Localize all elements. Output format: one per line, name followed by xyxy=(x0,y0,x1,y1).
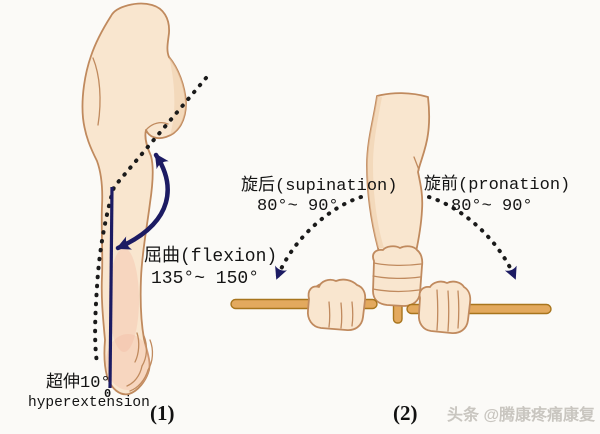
pronation-finger-line-2 xyxy=(447,290,450,332)
supination-label: 旋后(supination) xyxy=(241,175,397,196)
panel2-number: (2) xyxy=(393,401,418,425)
supination-finger-line-2 xyxy=(340,302,343,329)
panel2-rotation-figure: 旋后(supination) 80°~ 90° 旋前(pronation) 80… xyxy=(230,92,570,425)
forearm-blush xyxy=(109,248,139,352)
pronation-range: 80°~ 90° xyxy=(451,197,533,216)
pronation-arc-arrow xyxy=(427,195,517,280)
forearm-notch-line xyxy=(413,156,420,171)
supination-finger-line-3 xyxy=(351,301,354,327)
pronation-finger-line-1 xyxy=(436,289,439,331)
pronation-label: 旋前(pronation) xyxy=(424,174,570,195)
flexion-arc-arrow xyxy=(115,152,170,251)
central-fist-finger-line-2 xyxy=(372,275,421,280)
elbow-crease xyxy=(145,122,169,131)
finger-contour-3 xyxy=(141,335,148,367)
central-fist xyxy=(372,245,424,307)
panel1-number: (1) xyxy=(150,401,175,425)
central-forearm-shading xyxy=(367,96,384,248)
hyperextension-label-en: hyperextension xyxy=(28,395,150,411)
neutral-axis-line xyxy=(108,186,114,389)
pronation-fist xyxy=(418,280,472,334)
flexion-label: 屈曲(flexion) xyxy=(144,245,277,267)
flexion-range: 135°~ 150° xyxy=(151,269,259,289)
supination-fist xyxy=(307,278,367,331)
central-fist-finger-line-3 xyxy=(372,288,420,293)
finger-contour-1 xyxy=(147,339,154,371)
supination-finger-line-1 xyxy=(328,301,331,328)
finger-contour-5 xyxy=(134,332,140,363)
central-fist-finger-line-1 xyxy=(373,262,422,267)
extension-dotted-line xyxy=(93,76,208,365)
pronation-finger-line-3 xyxy=(457,290,460,329)
finger-contour-2 xyxy=(129,369,149,392)
finger-contour-4 xyxy=(126,365,143,387)
panel1-flexion-figure: 屈曲(flexion) 135°~ 150° 超伸10° 0 hyperexte… xyxy=(28,2,277,425)
upper-arm-shading xyxy=(169,57,186,135)
zero-label: 0 xyxy=(104,387,111,401)
hyperextension-label-cn: 超伸10° xyxy=(46,372,111,393)
supination-arc-arrow xyxy=(275,195,363,280)
arm-muscle-contour xyxy=(92,57,101,126)
watermark-text: 头条 @腾康疼痛康复 xyxy=(447,405,596,424)
supination-range: 80°~ 90° xyxy=(257,197,339,216)
